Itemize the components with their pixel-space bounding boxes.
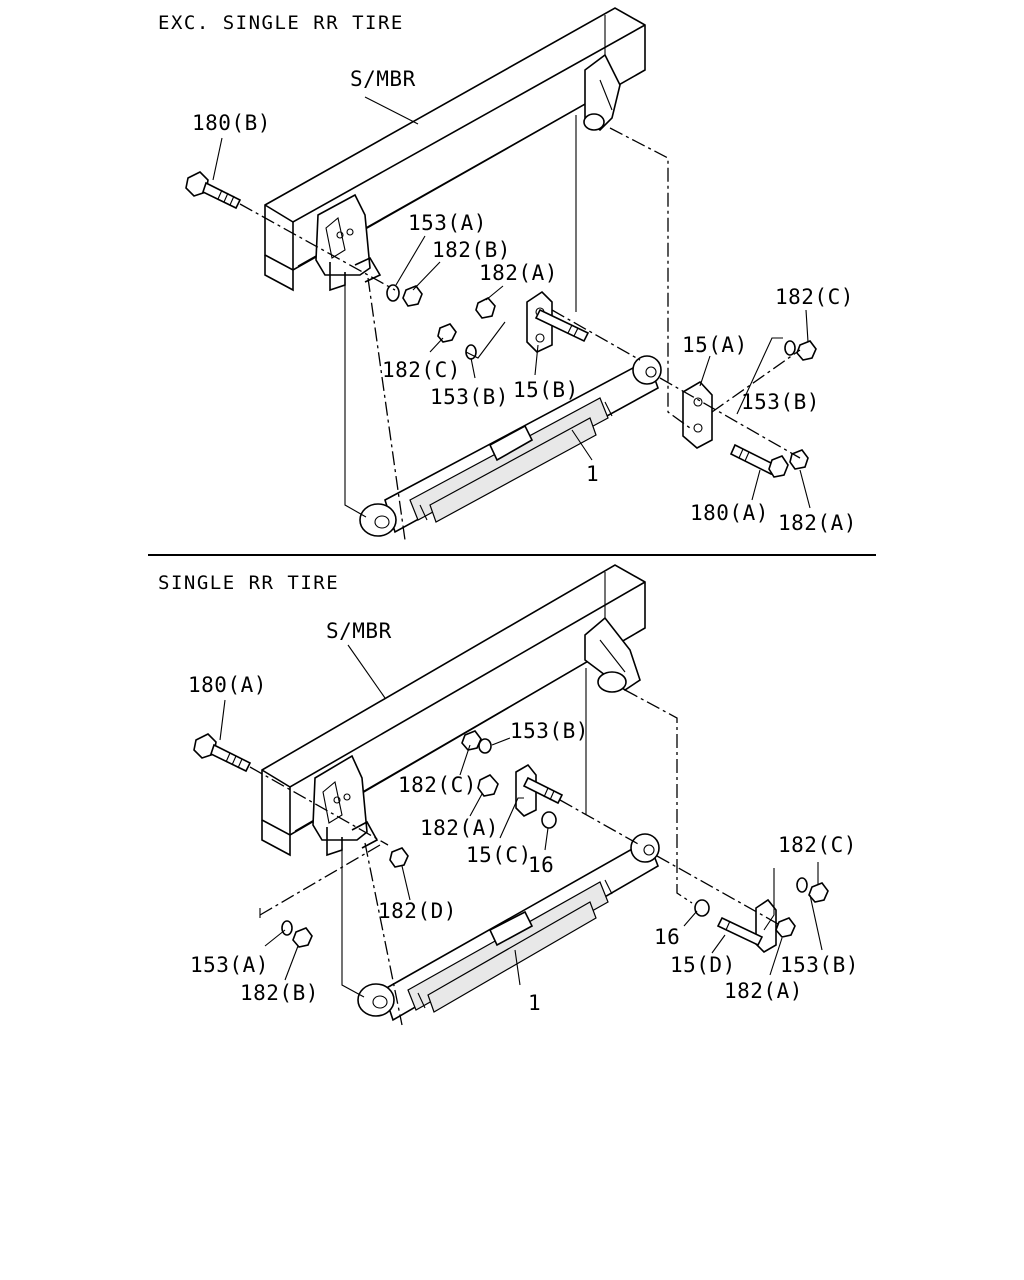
top-shackle-15a [682,380,713,449]
bottom-label-182a-mid: 182(A) [420,816,499,840]
top-label-153b-right: 153(B) [741,390,820,414]
top-label-153b-left: 153(B) [430,385,509,409]
bottom-bolt-180a [193,733,252,773]
top-label-1: 1 [586,462,599,486]
top-label-182b: 182(B) [432,238,511,262]
top-bolt-180a [729,443,789,478]
bottom-rear-hanger-bracket [584,616,641,693]
top-label-182c-right: 182(C) [775,285,854,309]
top-leader-lines [212,96,811,509]
bottom-shackle-15d [694,898,777,954]
bottom-label-182a-right: 182(A) [724,979,803,1003]
bottom-leaf-spring [357,833,660,1022]
bottom-shackle-15c [515,763,564,829]
bottom-label-16-right: 16 [654,925,680,949]
top-assembly-lines [239,115,801,541]
bottom-front-hanger-bracket [312,754,379,857]
bottom-label-180a: 180(A) [188,673,267,697]
top-section-title: EXC. SINGLE RR TIRE [158,12,404,34]
top-rear-hanger-bracket [583,53,621,132]
top-label-182a-upper: 182(A) [479,261,558,285]
top-label-182c-left: 182(C) [382,358,461,382]
bottom-label-182d: 182(D) [378,899,457,923]
bottom-section-title: SINGLE RR TIRE [158,572,339,594]
bottom-label-153b-top: 153(B) [510,719,589,743]
bottom-label-15d: 15(D) [670,953,736,977]
top-section: EXC. SINGLE RR TIRE [158,7,857,541]
top-label-15b: 15(B) [513,378,579,402]
top-leaf-spring [359,355,662,537]
bottom-label-182c-mid: 182(C) [398,773,477,797]
bottom-label-153b-right: 153(B) [780,953,859,977]
top-front-hanger-bracket [315,193,382,292]
top-label-15a: 15(A) [682,333,748,357]
top-label-153a: 153(A) [408,211,487,235]
top-bolt-180b [185,171,242,210]
top-label-182a-lower: 182(A) [778,511,857,535]
bottom-label-153a: 153(A) [190,953,269,977]
top-fasteners [386,284,817,470]
bottom-label-16-mid: 16 [528,853,554,877]
bottom-label-smbr: S/MBR [326,619,392,643]
bottom-assembly-lines [249,668,781,1026]
bottom-label-15c: 15(C) [466,843,532,867]
top-label-180b: 180(B) [192,111,271,135]
bottom-label-182b: 182(B) [240,981,319,1005]
top-shackle-15b [526,290,590,353]
top-label-smbr: S/MBR [350,67,416,91]
top-label-180a: 180(A) [690,501,769,525]
bottom-label-182c-right: 182(C) [778,833,857,857]
bottom-fasteners [281,730,829,948]
bottom-leader-lines [219,644,823,986]
bottom-label-1: 1 [528,991,541,1015]
bottom-section: SINGLE RR TIRE [158,564,859,1026]
